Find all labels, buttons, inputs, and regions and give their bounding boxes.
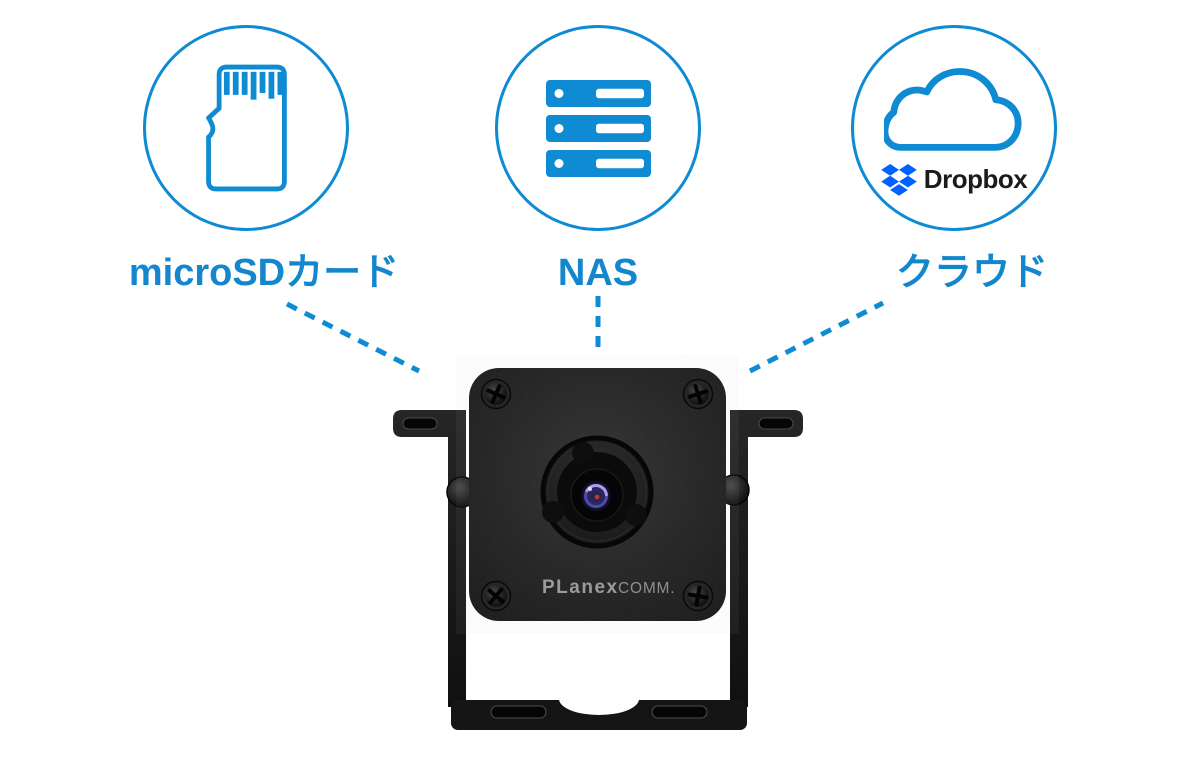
mounting-bracket-left	[393, 410, 466, 707]
lens-iris	[581, 481, 611, 511]
corner-screws	[480, 378, 714, 612]
corner-screw-bottom-right	[682, 580, 714, 612]
connector-lines	[285, 296, 885, 374]
bracket-base	[451, 683, 747, 730]
bracket-slot-right	[758, 417, 794, 430]
nas-label: NAS	[557, 252, 639, 294]
microsd-label: microSDカード	[128, 252, 400, 294]
lens-body-lobes	[542, 442, 647, 526]
storage-option-microsd: microSDカード	[86, 25, 406, 296]
connector-line-microsd	[285, 301, 421, 374]
connector-line-cloud	[748, 300, 885, 374]
corner-screw-bottom-left	[480, 580, 512, 612]
microsd-card-icon	[206, 64, 287, 192]
camera-lens	[540, 435, 654, 549]
storage-option-nas: NAS	[438, 25, 758, 296]
lens-mount-ring	[540, 435, 654, 549]
dropbox-logo: Dropbox	[881, 163, 1028, 196]
thumb-screw-left	[446, 476, 478, 508]
thumb-screw-right	[718, 474, 750, 506]
corner-screw-top-left	[480, 378, 512, 410]
base-slot-left	[490, 705, 547, 719]
base-slot-right	[651, 705, 708, 719]
cloud-icon	[884, 67, 1022, 151]
bracket-slot-left	[402, 417, 438, 430]
lens-body	[557, 452, 637, 532]
cloud-label: クラウド	[895, 252, 1048, 294]
lens-barrel	[570, 468, 624, 522]
camera-product: PLanex COMM.	[393, 368, 803, 730]
lens-glint-white	[588, 487, 592, 491]
faceplate-texture	[469, 368, 726, 621]
brand-logo-text: PLanex	[542, 577, 619, 598]
brand-suffix-text: COMM.	[618, 580, 675, 597]
microsd-circle	[143, 25, 349, 231]
dropbox-wordmark: Dropbox	[923, 164, 1028, 194]
microsd-contact-pins	[223, 71, 284, 100]
nas-circle	[495, 25, 701, 231]
dropbox-glyph-icon	[881, 163, 917, 196]
storage-option-cloud: Dropbox クラウド	[794, 25, 1114, 296]
base-cable-notch	[559, 683, 639, 715]
nas-server-bays	[545, 79, 651, 177]
nas-server-icon	[545, 79, 651, 177]
lens-glint-red	[594, 494, 600, 500]
cloud-circle: Dropbox	[851, 25, 1057, 231]
corner-screw-top-right	[682, 378, 714, 410]
mounting-bracket-right	[730, 410, 803, 707]
camera-faceplate	[469, 368, 726, 621]
